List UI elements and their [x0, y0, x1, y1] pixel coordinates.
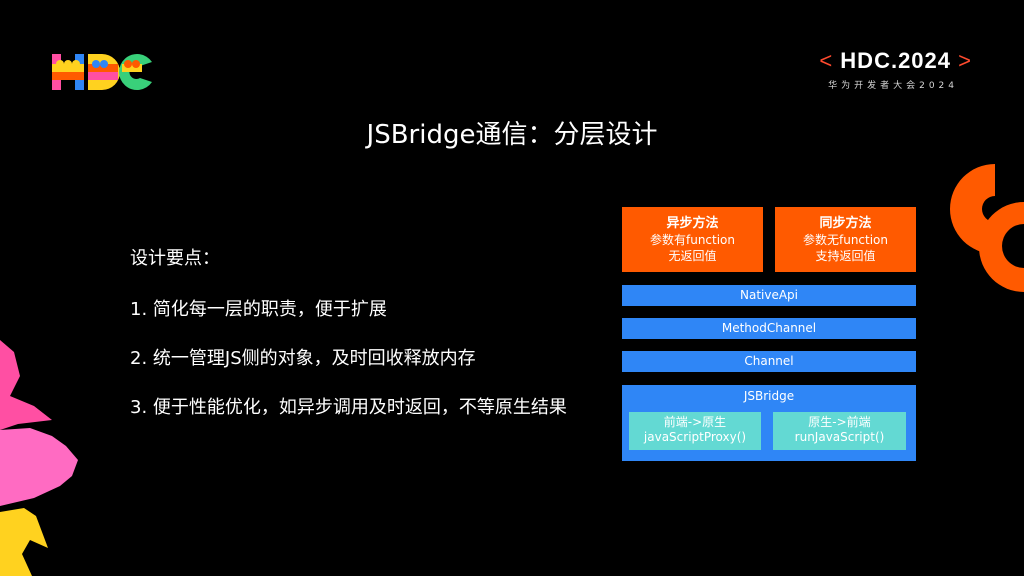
async-method-line2: 无返回值 — [668, 249, 717, 263]
bracket-right: > — [958, 48, 972, 73]
slide-title: JSBridge通信：分层设计 — [366, 120, 658, 150]
native-to-frontend-line1: 原生->前端 — [808, 415, 871, 429]
frontend-to-native-line1: 前端->原生 — [663, 415, 727, 429]
pink-yellow-decoration-icon — [0, 340, 78, 576]
frontend-to-native-line2: javaScriptProxy() — [643, 430, 747, 444]
event-subtitle: 华为开发者大会2024 — [828, 81, 958, 91]
sync-method-title: 同步方法 — [819, 216, 872, 231]
design-points-heading: 设计要点： — [130, 248, 220, 269]
design-point-3: 3. 便于性能优化，如异步调用及时返回，不等原生结果 — [130, 397, 567, 418]
frontend-to-native-box: 前端->原生 javaScriptProxy() — [629, 412, 761, 450]
design-point-2: 2. 统一管理JS侧的对象，及时回收释放内存 — [130, 348, 476, 369]
orange-arc-decoration-icon — [950, 164, 1024, 292]
async-method-line1: 参数有function — [649, 233, 736, 247]
layer-channel: Channel — [622, 351, 916, 372]
event-name: HDC.2024 — [840, 48, 952, 73]
sync-method-box: 同步方法 参数无function 支持返回值 — [775, 207, 916, 272]
native-to-frontend-line2: runJavaScript() — [794, 430, 885, 444]
design-point-1: 1. 简化每一层的职责，便于扩展 — [130, 299, 387, 320]
layer-nativeapi: NativeApi — [622, 285, 916, 306]
sync-method-line2: 支持返回值 — [815, 249, 876, 263]
native-to-frontend-box: 原生->前端 runJavaScript() — [773, 412, 906, 450]
async-method-box: 异步方法 参数有function 无返回值 — [622, 207, 763, 272]
jsbridge-label: JSBridge — [743, 389, 795, 403]
hdc-logo-icon — [52, 54, 152, 90]
sync-method-line1: 参数无function — [802, 233, 889, 247]
bracket-left: < — [819, 48, 834, 73]
layer-methodchannel: MethodChannel — [622, 318, 916, 339]
event-mark: < HDC.2024 > — [819, 48, 972, 74]
async-method-title: 异步方法 — [666, 216, 719, 231]
design-points: 设计要点： 1. 简化每一层的职责，便于扩展 2. 统一管理JS侧的对象，及时回… — [130, 244, 610, 442]
